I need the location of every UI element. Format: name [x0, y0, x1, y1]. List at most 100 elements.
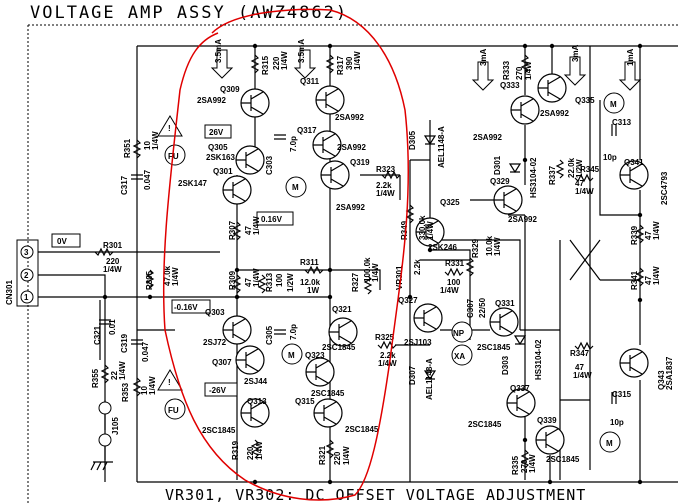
resistor-r329 — [465, 257, 475, 277]
transistor-q331 — [489, 307, 519, 337]
transistor-q301 — [222, 175, 252, 205]
currents-q335-label: 3mA — [571, 44, 580, 62]
connector-pin3_voltage-label: 0V — [57, 237, 67, 246]
resistor-r337 — [555, 159, 565, 179]
resistors-r355-ref-label: R355 — [91, 368, 100, 388]
transistors-q301-ref-label: Q301 — [213, 167, 233, 176]
resistors-r305-power-label: 1/4W — [171, 267, 180, 286]
resistors-r337-power-label: 1/2W — [575, 159, 584, 178]
transistor-q339 — [535, 425, 565, 455]
transistors-q339-ref-label: Q339 — [537, 416, 557, 425]
resistors-r333-power-label: 1/4W — [524, 61, 533, 80]
resistors-r315-power-label: 1/4W — [280, 51, 289, 70]
junction-dot — [327, 479, 333, 485]
resistor-r339 — [635, 224, 645, 244]
transistors-q315-type-label: 2SC1845 — [345, 425, 379, 434]
resistors-r339-ref-label: R339 — [630, 225, 639, 245]
junction-dot — [637, 297, 643, 303]
diodes-d307-ref-label: D307 — [408, 365, 417, 385]
resistor-r301 — [94, 247, 114, 257]
junction-dot — [327, 267, 333, 273]
others-vr301-ref-label: VR301 — [395, 265, 404, 290]
diodes-d307-type-label: AEL1148-A — [425, 358, 434, 400]
current-arrow-icon — [210, 49, 234, 79]
transistors-q333-type-label: 2SA992 — [473, 133, 502, 142]
transistors-q333-ref-label: Q333 — [500, 81, 520, 90]
capacitor-c303 — [274, 134, 286, 140]
resistors-r317-ref-label: R317 — [336, 55, 345, 75]
resistor-r313 — [257, 274, 267, 294]
resistor-r307 — [232, 221, 242, 241]
transistor-q311 — [315, 85, 345, 115]
transistors-q319-type-label: 2SA992 — [336, 203, 365, 212]
np-marker-icon — [451, 321, 473, 343]
diodes-d303-type-label: HS3104-02 — [534, 339, 543, 380]
voltages-vm26-label: -26V — [209, 386, 227, 395]
xa-marker-icon — [451, 344, 473, 366]
resistors-r301-power-label: 1/4W — [103, 265, 122, 274]
resistors-r355-power-label: 1/4W — [118, 361, 127, 380]
resistors-r323-ref-label: R323 — [376, 165, 396, 174]
diodes-d301-type-label: HS3104-02 — [529, 157, 538, 198]
transistors-q335-ref-label: Q335 — [575, 96, 595, 105]
transistors-q317-type-label: 2SA992 — [337, 143, 366, 152]
markers-warning-label: ! — [168, 124, 171, 133]
resistor-r315 — [250, 54, 260, 74]
voltage-box — [51, 233, 81, 248]
ground-icon — [90, 461, 113, 471]
transistors-q309-type-label: 2SA992 — [197, 96, 226, 105]
capacitors-c319-value-label: 0.047 — [141, 341, 150, 362]
resistors-r311-power-label: 1W — [307, 286, 319, 295]
connector-pins-1-label: 2 — [24, 271, 29, 280]
wire — [569, 239, 601, 281]
transistors-q303-ref-label: Q303 — [205, 308, 225, 317]
capacitors-c321-value-label: 0.01 — [108, 319, 117, 335]
resistors-r329-value-label: 10.0k — [485, 235, 494, 256]
transistor-q329 — [493, 185, 523, 215]
resistors-r321-power-label: 1/4W — [342, 446, 351, 465]
capacitor-c321 — [99, 319, 111, 325]
transistors-q313-type-label: 2SC1845 — [202, 426, 236, 435]
resistor-r331 — [444, 267, 464, 277]
resistors-r351-value-label: 10 — [143, 141, 152, 150]
components — [16, 49, 649, 471]
transistors-q331-type-label: 2SC1845 — [477, 343, 511, 352]
transistors-q323-ref-label: Q323 — [305, 351, 325, 360]
voltage-box — [256, 211, 294, 226]
transistors-q309-ref-label: Q309 — [220, 85, 240, 94]
resistor-r327 — [363, 275, 373, 295]
currents-q341-label: 1mA — [626, 48, 635, 66]
junction-dot — [102, 294, 108, 300]
m-marker-icon — [603, 92, 625, 114]
resistors-r325-power-label: 1/4W — [378, 359, 397, 368]
transistors-q305-type-label: 2SK163 — [206, 153, 235, 162]
connector-name-label: CN301 — [5, 280, 14, 305]
transistors-q341-ref-label: Q341 — [624, 158, 644, 167]
fu-marker-icon — [164, 398, 186, 420]
resistor-r305 — [145, 269, 155, 289]
resistors-r337-ref-label: R337 — [548, 165, 557, 185]
transistor-q303 — [222, 315, 252, 345]
capacitors-c315-value-label: 10p — [610, 418, 624, 427]
resistor-r309 — [232, 274, 242, 294]
capacitor-c313 — [611, 124, 617, 136]
resistors-r345-value-label: 47 — [575, 179, 584, 188]
resistors-r327-value-label: 100.0k — [363, 257, 372, 282]
wiring — [38, 43, 678, 485]
resistors-r327-power-label: 1/4W — [371, 263, 380, 282]
resistors-r353-power-label: 1/4W — [148, 376, 157, 395]
current-arrow-icon — [471, 61, 495, 91]
resistors-r341-power-label: 1/4W — [652, 266, 661, 285]
transistors-q343-ref-label: Q343 — [657, 370, 666, 390]
transistors-q321-type-label: 2SC1845 — [322, 343, 356, 352]
transistors-q343-type-label: 2SA1837 — [665, 356, 674, 390]
connector-cn301 — [16, 239, 39, 307]
transistor-q333 — [510, 95, 540, 125]
resistor-r353 — [132, 377, 142, 397]
resistors-r341-ref-label: R341 — [630, 270, 639, 290]
capacitors-c315-ref-label: C315 — [612, 390, 632, 399]
junction-dot — [637, 43, 643, 49]
transistors-q329-ref-label: Q329 — [490, 177, 510, 186]
jack-terminal-icon — [98, 401, 112, 415]
